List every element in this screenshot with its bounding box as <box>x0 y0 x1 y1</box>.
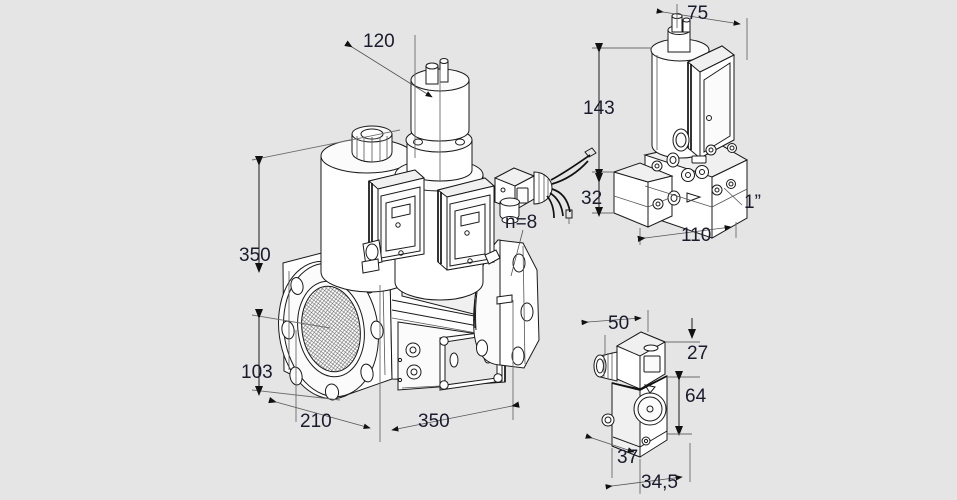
dim-label-110: 110 <box>681 225 712 246</box>
dim-label-350-horizontal: 350 <box>418 411 450 432</box>
cable-plug-connector <box>493 147 597 224</box>
dim-label-103: 103 <box>241 362 273 383</box>
main-assembly-geometry <box>251 35 597 442</box>
dim-label-37: 37 <box>617 447 639 468</box>
connector-plug-geometry <box>581 310 700 494</box>
right-coil-housing <box>436 177 501 271</box>
compact-valve-dimensions <box>592 4 748 245</box>
dim-label-32: 32 <box>581 188 603 209</box>
compact-valve-geometry <box>592 4 749 245</box>
main-dimensions <box>251 35 524 442</box>
right-flange <box>473 239 540 369</box>
dim-label-350-vertical: 350 <box>239 245 271 266</box>
dim-label-120: 120 <box>363 31 395 52</box>
dim-label-1-inch: 1” <box>744 192 761 213</box>
dim-label-34-5: 34,5 <box>641 472 678 493</box>
dim-label-50: 50 <box>608 313 630 334</box>
dim-label-64: 64 <box>685 386 707 407</box>
connector-dimensions <box>581 310 700 494</box>
dim-label-n8: n=8 <box>505 212 538 233</box>
dim-label-27: 27 <box>687 343 709 364</box>
left-coil-housing <box>361 169 426 274</box>
dim-label-75: 75 <box>687 3 709 24</box>
dim-label-143: 143 <box>583 98 615 119</box>
dim-label-210: 210 <box>300 411 332 432</box>
